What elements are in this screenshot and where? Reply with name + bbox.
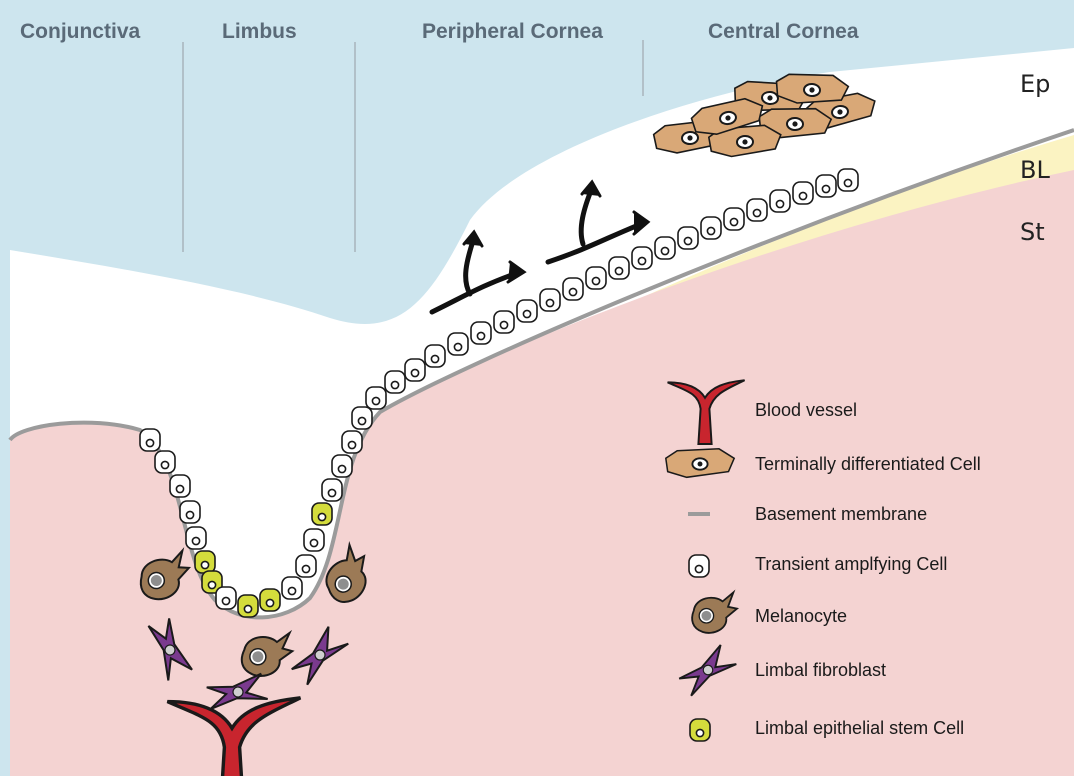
transient-amplifying-cell [494, 311, 514, 333]
region-label-central-cornea: Central Cornea [708, 20, 859, 43]
transient-amplifying-cell [332, 455, 352, 477]
transient-amplifying-cell [701, 217, 721, 239]
transient-amplifying-cell [352, 407, 372, 429]
transient-amplifying-cell [322, 479, 342, 501]
legend-transient-amplifying-icon [689, 555, 709, 577]
transient-amplifying-cell [342, 431, 362, 453]
region-label-peripheral-cornea: Peripheral Cornea [422, 20, 603, 43]
transient-amplifying-cell [471, 322, 491, 344]
transient-amplifying-cell [793, 182, 813, 204]
transient-amplifying-cell [632, 247, 652, 269]
limbal-stem-cell [195, 551, 215, 573]
legend-label-stem-cell: Limbal epithelial stem Cell [755, 718, 964, 738]
transient-amplifying-cell [586, 267, 606, 289]
limbal-stem-cell [238, 595, 258, 617]
transient-amplifying-cell [540, 289, 560, 311]
transient-amplifying-cell [724, 208, 744, 230]
legend-label-transient-amplifying: Transient amplfying Cell [755, 554, 947, 574]
transient-amplifying-cell [838, 169, 858, 191]
transient-amplifying-cell [155, 451, 175, 473]
transient-amplifying-cell [816, 175, 836, 197]
transient-amplifying-cell [563, 278, 583, 300]
legend-label-basement-membrane: Basement membrane [755, 504, 927, 524]
legend-label-terminal-cell: Terminally differentiated Cell [755, 454, 981, 474]
transient-amplifying-cell [517, 300, 537, 322]
legend-stem-cell-icon [690, 719, 710, 741]
transient-amplifying-cell [140, 429, 160, 451]
legend-label-melanocyte: Melanocyte [755, 606, 847, 626]
transient-amplifying-cell [405, 359, 425, 381]
transient-amplifying-cell [296, 555, 316, 577]
limbal-stem-cell [260, 589, 280, 611]
transient-amplifying-cell [385, 371, 405, 393]
legend-label-fibroblast: Limbal fibroblast [755, 660, 886, 680]
transient-amplifying-cell [655, 237, 675, 259]
transient-amplifying-cell [180, 501, 200, 523]
layer-label-bowman: BL [1020, 156, 1050, 184]
transient-amplifying-cell [170, 475, 190, 497]
limbal-stem-cell [312, 503, 332, 525]
layer-label-stroma: St [1020, 218, 1045, 246]
layer-label-epithelium: Ep [1020, 70, 1050, 98]
transient-amplifying-cell [366, 387, 386, 409]
region-label-conjunctiva: Conjunctiva [20, 20, 140, 43]
region-label-limbus: Limbus [222, 20, 297, 43]
transient-amplifying-cell [678, 227, 698, 249]
transient-amplifying-cell [747, 199, 767, 221]
transient-amplifying-cell [425, 345, 445, 367]
legend-label-blood-vessel: Blood vessel [755, 400, 857, 420]
transient-amplifying-cell [609, 257, 629, 279]
transient-amplifying-cell [216, 587, 236, 609]
transient-amplifying-cell [186, 527, 206, 549]
transient-amplifying-cell [304, 529, 324, 551]
transient-amplifying-cell [770, 190, 790, 212]
transient-amplifying-cell [448, 333, 468, 355]
transient-amplifying-cell [282, 577, 302, 599]
